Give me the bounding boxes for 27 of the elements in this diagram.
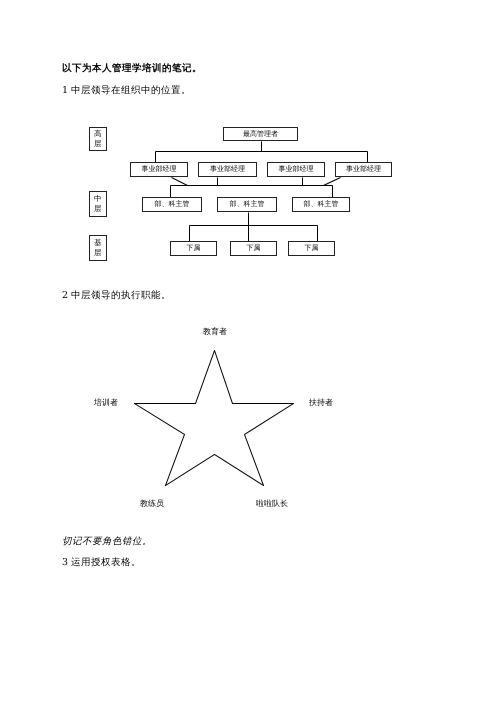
page-heading: 以下为本人管理学培训的笔记。 <box>62 63 202 74</box>
role-label: 扶持者 <box>309 398 333 408</box>
connector-line <box>302 177 303 186</box>
connector-line <box>170 185 188 198</box>
connector-line <box>189 225 249 242</box>
connector-line <box>302 185 324 186</box>
section-heading: 2 中层领导的执行职能。 <box>62 290 172 302</box>
connector-line <box>155 151 262 163</box>
connector-line <box>261 151 368 163</box>
section-heading: 1 中层领导在组织中的位置。 <box>62 85 192 96</box>
connector-line <box>217 177 218 186</box>
role-label: 培训者 <box>94 398 118 408</box>
connector-line <box>217 185 303 186</box>
connector-line <box>187 185 218 186</box>
connector-line <box>248 225 249 242</box>
role-label: 教练员 <box>140 499 164 509</box>
connector-line <box>323 185 333 198</box>
connector-line <box>248 225 318 242</box>
section-heading: 3 运用授权表格。 <box>62 557 142 568</box>
note-text: 切记不要角色错位。 <box>62 536 152 548</box>
role-label: 教育者 <box>203 327 227 337</box>
connector-line <box>171 177 188 186</box>
connector-line <box>323 177 341 186</box>
role-label: 啦啦队长 <box>256 499 288 509</box>
connector-line <box>248 212 249 226</box>
connector-line <box>261 141 262 152</box>
star-outline <box>134 350 294 486</box>
